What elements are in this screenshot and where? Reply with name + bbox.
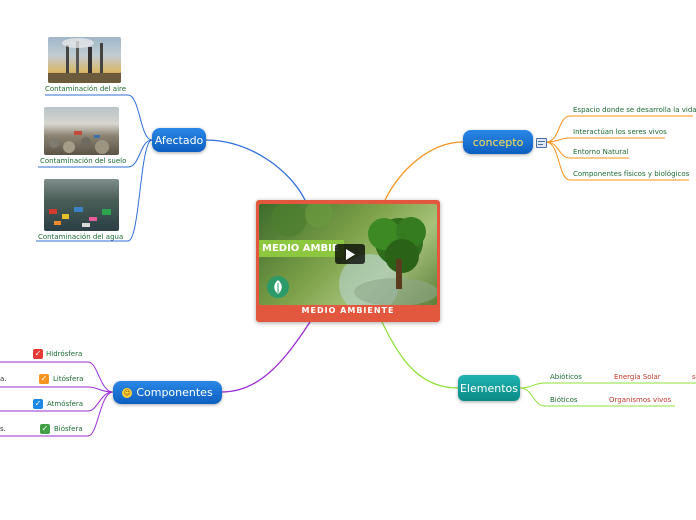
- banner-label: MEDIO AMBIE: [259, 240, 344, 257]
- elementos-label: Elementos: [459, 381, 518, 395]
- componentes-item-atmosfera[interactable]: Atmósfera: [47, 400, 84, 408]
- concepto-node[interactable]: concepto: [463, 130, 533, 154]
- check-litosfera-icon: ✓: [39, 374, 49, 384]
- afectado-node[interactable]: Afectado: [152, 128, 206, 152]
- componentes-label: Componentes: [136, 386, 213, 399]
- tree-globe-illustration: [271, 204, 437, 305]
- elementos-node[interactable]: Elementos: [458, 375, 520, 401]
- elementos-energia-solar[interactable]: Energía Solar: [614, 373, 661, 381]
- elementos-bioticos[interactable]: Bióticos: [550, 396, 578, 404]
- air-pollution-image: [48, 37, 121, 83]
- check-hidrosfera-icon: ✓: [33, 349, 43, 359]
- check-biosfera-icon: ✓: [40, 424, 50, 434]
- elementos-abioticos[interactable]: Abióticos: [550, 373, 582, 381]
- play-button[interactable]: [335, 244, 365, 264]
- soil-pollution-image: [44, 107, 119, 155]
- componentes-left-text-3: s.: [0, 425, 6, 433]
- central-title: MEDIO AMBIENTE: [301, 306, 395, 315]
- note-icon[interactable]: [536, 138, 547, 148]
- smiley-icon: ☺: [122, 387, 133, 398]
- afectado-label: Afectado: [154, 133, 204, 147]
- componentes-item-biosfera[interactable]: Biósfera: [54, 425, 83, 433]
- central-video-thumbnail[interactable]: MEDIO AMBIE: [259, 204, 437, 305]
- concepto-item-3[interactable]: Entorno Natural: [573, 148, 629, 156]
- concepto-label: concepto: [472, 135, 524, 149]
- concepto-item-4[interactable]: Componentes físicos y biológicos: [573, 170, 690, 178]
- componentes-left-text-1: a.: [0, 375, 7, 383]
- afectado-item-aire[interactable]: Contaminación del aire: [45, 85, 127, 93]
- water-pollution-image: [44, 179, 119, 231]
- concepto-item-2[interactable]: Interactúan los seres vivos: [573, 128, 667, 136]
- leaf-logo-icon: [267, 276, 289, 298]
- componentes-node[interactable]: ☺ Componentes: [113, 381, 222, 404]
- elementos-energia-child-cut[interactable]: s: [692, 373, 696, 381]
- play-icon: [346, 248, 355, 260]
- elementos-organismos-vivos[interactable]: Organismos vivos: [609, 396, 672, 404]
- central-node[interactable]: MEDIO AMBIE MEDIO AMBIENTE: [256, 200, 440, 322]
- afectado-item-suelo[interactable]: Contaminación del suelo: [40, 157, 127, 165]
- afectado-item-agua[interactable]: Contaminación del agua: [38, 233, 124, 241]
- check-atmosfera-icon: ✓: [33, 399, 43, 409]
- componentes-item-litosfera[interactable]: Litósfera: [53, 375, 84, 383]
- concepto-item-1[interactable]: Espacio donde se desarrolla la vida: [573, 106, 696, 114]
- componentes-item-hidrosfera[interactable]: Hidrósfera: [46, 350, 83, 358]
